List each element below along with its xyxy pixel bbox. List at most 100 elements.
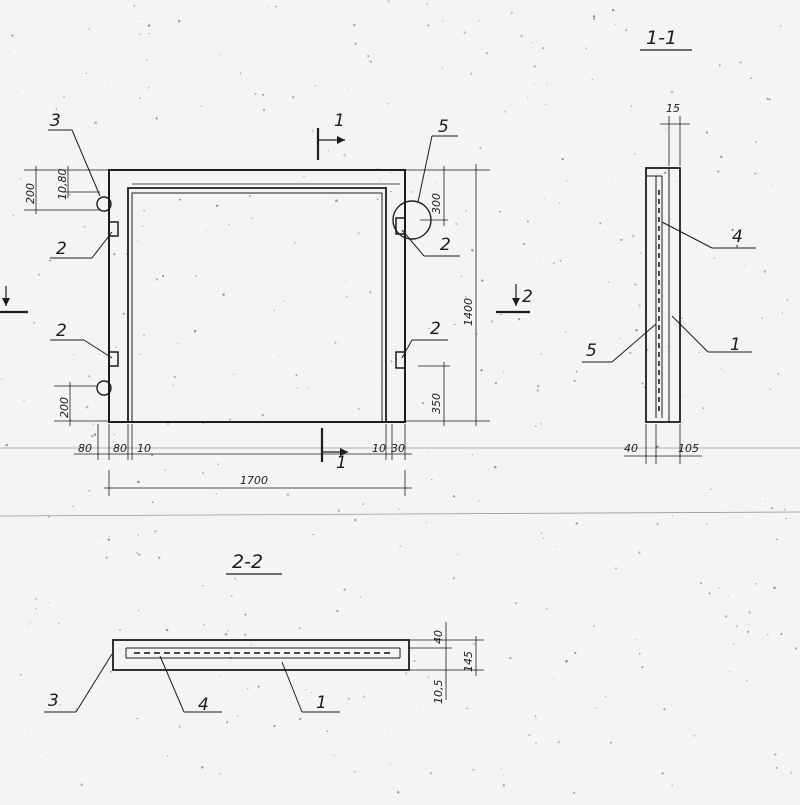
paper-speck <box>83 225 86 228</box>
paper-speck <box>665 129 667 131</box>
paper-speck <box>580 274 582 276</box>
paper-speck <box>713 257 716 259</box>
paper-speck <box>373 472 375 474</box>
callout-4-plan-leader <box>159 655 185 713</box>
paper-speck <box>143 209 145 212</box>
paper-speck <box>138 553 141 556</box>
paper-speck <box>283 300 286 302</box>
paper-speck <box>228 223 230 226</box>
paper-speck <box>122 312 125 315</box>
paper-speck <box>138 609 140 612</box>
paper-speck <box>610 741 613 744</box>
paper-speck <box>421 401 425 405</box>
paper-speck <box>765 500 767 502</box>
paper-speck <box>427 96 429 98</box>
paper-speck <box>632 235 635 238</box>
paper-speck <box>702 407 705 410</box>
paper-speck <box>460 275 463 278</box>
paper-speck <box>717 170 720 173</box>
paper-speck <box>143 333 145 336</box>
paper-speck <box>292 96 295 99</box>
paper-speck <box>202 472 204 474</box>
paper-speck <box>261 414 264 417</box>
paper-speck <box>534 425 537 427</box>
paper-speck <box>769 388 772 391</box>
paper-speck <box>471 249 474 252</box>
paper-speck <box>553 678 555 680</box>
paper-speck <box>635 328 638 332</box>
paper-speck <box>226 721 229 724</box>
paper-speck <box>641 666 644 669</box>
paper-speck <box>786 299 789 301</box>
paper-speck <box>222 293 225 296</box>
paper-speck <box>118 628 122 632</box>
paper-speck <box>178 725 181 729</box>
paper-speck <box>575 370 578 373</box>
left-upper-loop <box>96 196 112 212</box>
paper-speck <box>634 283 637 286</box>
paper-speck <box>155 278 159 281</box>
paper-speck <box>663 171 667 175</box>
paper-speck <box>705 131 708 134</box>
paper-speck <box>503 110 507 113</box>
paper-speck <box>227 629 230 632</box>
paper-speck <box>428 451 430 453</box>
paper-speck <box>326 343 328 345</box>
paper-speck <box>572 791 576 794</box>
paper-speck <box>646 348 649 351</box>
paper-speck <box>735 244 739 248</box>
paper-speck <box>85 405 89 409</box>
paper-speck <box>327 149 330 152</box>
paper-speck <box>359 595 362 598</box>
paper-speck <box>656 523 659 525</box>
paper-speck <box>425 3 429 6</box>
paper-speck <box>294 241 296 244</box>
paper-speck <box>92 423 95 425</box>
paper-speck <box>273 724 276 728</box>
paper-speck <box>59 704 62 706</box>
callout-3-leader <box>71 129 101 197</box>
paper-speck <box>295 374 298 377</box>
paper-speck <box>413 659 416 663</box>
section-1-1-title: 1-1 <box>646 27 677 49</box>
paper-speck <box>575 522 578 525</box>
cut-2-right-label: 2 <box>522 287 533 307</box>
paper-speck <box>702 258 704 260</box>
paper-speck <box>251 217 253 220</box>
paper-speck <box>607 281 610 283</box>
paper-speck <box>622 148 624 150</box>
section-1-1-outline <box>645 167 681 423</box>
paper-speck <box>357 232 360 234</box>
paper-speck <box>430 772 433 775</box>
paper-speck <box>526 97 529 99</box>
paper-speck <box>540 532 543 535</box>
paper-speck <box>373 282 376 284</box>
paper-speck <box>499 768 502 770</box>
paper-speck <box>101 536 103 538</box>
paper-speck <box>75 708 78 710</box>
sheet-fold-line-2 <box>0 511 800 517</box>
paper-speck <box>47 515 50 518</box>
paper-speck <box>90 434 94 438</box>
paper-speck <box>72 505 74 508</box>
paper-speck <box>349 317 351 319</box>
paper-speck <box>389 762 391 764</box>
paper-speck <box>69 193 71 196</box>
paper-speck <box>670 90 674 94</box>
paper-speck <box>34 598 37 601</box>
paper-speck <box>94 121 97 124</box>
paper-speck <box>76 104 79 106</box>
paper-speck <box>612 9 615 12</box>
paper-speck <box>485 51 489 55</box>
callout-5-label: 5 <box>438 117 449 137</box>
paper-speck <box>148 32 151 35</box>
paper-speck <box>294 689 296 691</box>
section-2-2-view: 2-2 40 145 10,5 3 4 1 <box>44 551 484 715</box>
paper-speck <box>335 199 338 202</box>
paper-speck <box>397 508 400 511</box>
paper-speck <box>302 175 305 178</box>
dim-10-80: 10,80 <box>56 169 69 201</box>
paper-speck <box>296 386 299 389</box>
paper-speck <box>386 732 388 734</box>
